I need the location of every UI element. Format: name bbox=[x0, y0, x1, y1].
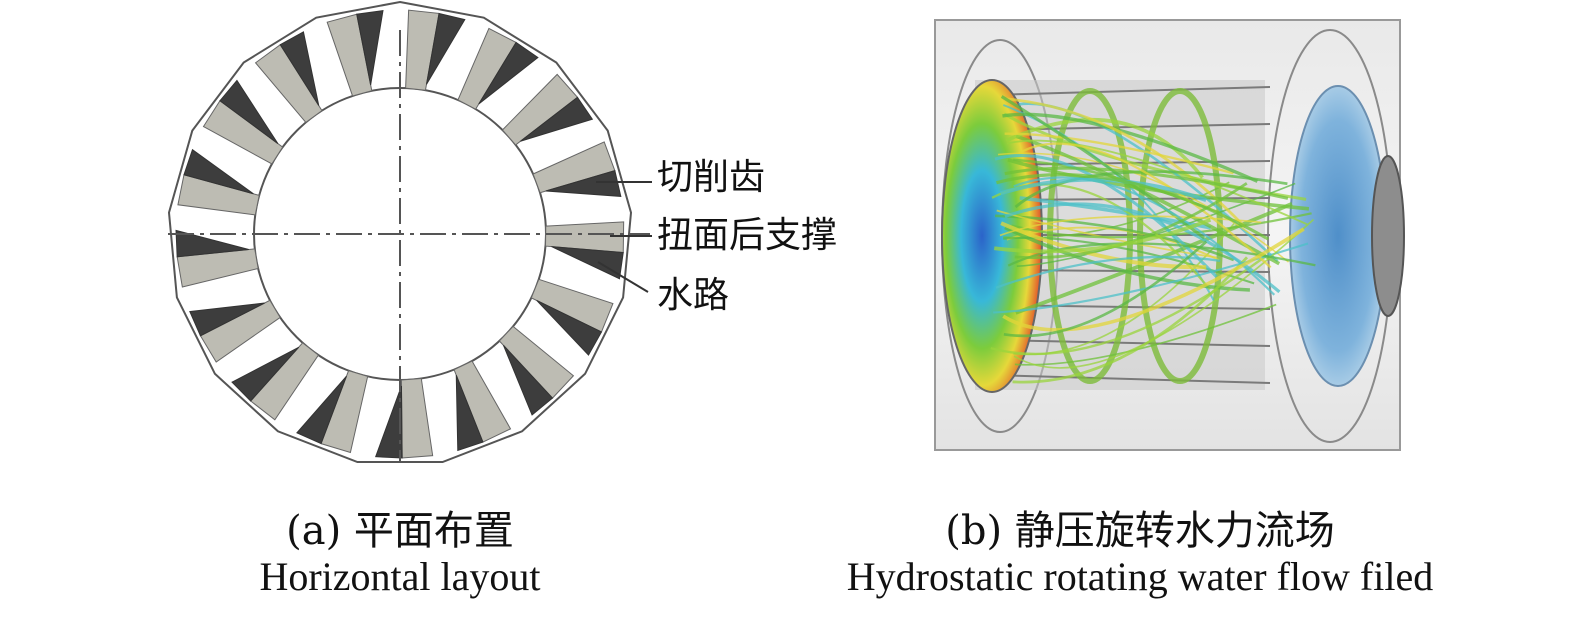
streamline bbox=[1004, 132, 1234, 175]
streamline bbox=[1013, 218, 1315, 369]
torsion-support-wedge bbox=[455, 375, 484, 452]
torsion-support-wedge bbox=[183, 148, 254, 195]
torsion-support-wedge bbox=[536, 299, 603, 356]
streamline bbox=[1002, 112, 1259, 183]
streamline bbox=[1000, 221, 1207, 270]
streamline bbox=[1003, 240, 1208, 338]
torsion-support-wedge bbox=[296, 375, 347, 445]
cutting-tooth bbox=[400, 377, 434, 459]
panel-a-layout-diagram bbox=[167, 0, 652, 463]
torsion-support-wedge bbox=[279, 31, 320, 106]
flow-streamlines bbox=[990, 95, 1316, 384]
streamline bbox=[1011, 212, 1312, 239]
label-cutting-teeth: 切削齿 bbox=[657, 157, 766, 198]
torsion-support-wedge bbox=[175, 229, 249, 258]
streamline bbox=[994, 218, 1212, 254]
streamline bbox=[1006, 226, 1220, 261]
caption-a-zh: (a) 平面布置 bbox=[286, 508, 514, 554]
torsion-support-wedge bbox=[189, 302, 265, 337]
streamline bbox=[997, 152, 1289, 263]
torsion-support-wedge bbox=[356, 10, 384, 85]
panel-b-flow-field-render bbox=[934, 19, 1405, 451]
streamline bbox=[1005, 117, 1204, 179]
leader-water-channel bbox=[597, 261, 649, 293]
caption-b: (b) 静压旋转水力流场 Hydrostatic rotating water … bbox=[760, 508, 1520, 600]
caption-b-zh: (b) 静压旋转水力流场 bbox=[945, 508, 1335, 554]
torsion-support-wedge bbox=[545, 170, 622, 197]
streamline bbox=[1012, 256, 1249, 384]
streamline bbox=[1014, 170, 1288, 209]
caption-a: (a) 平面布置 Horizontal layout bbox=[200, 508, 600, 600]
bit-ring bbox=[167, 0, 633, 463]
streamline bbox=[1013, 176, 1276, 296]
streamline bbox=[990, 254, 1268, 355]
drum-bar bbox=[989, 86, 1271, 96]
streamline bbox=[995, 255, 1221, 289]
streamline bbox=[1002, 227, 1305, 332]
drum-bar bbox=[989, 339, 1271, 347]
caption-b-en: Hydrostatic rotating water flow filed bbox=[846, 554, 1434, 599]
streamline bbox=[1006, 139, 1308, 226]
label-torsion-support: 扭面后支撑 bbox=[657, 215, 838, 256]
torsion-support-wedge bbox=[551, 246, 624, 280]
torsion-support-wedge bbox=[503, 345, 554, 416]
torsion-support-wedge bbox=[231, 346, 300, 402]
torsion-support-wedge bbox=[426, 12, 466, 85]
streamline bbox=[999, 215, 1262, 237]
label-water-channel: 水路 bbox=[657, 275, 730, 316]
torsion-support-wedge bbox=[478, 41, 539, 105]
streamline bbox=[996, 173, 1270, 241]
torsion-support-wedge bbox=[374, 385, 403, 459]
torsion-support-wedge bbox=[520, 96, 594, 142]
streamline bbox=[1018, 142, 1272, 269]
streamline bbox=[995, 214, 1235, 262]
caption-a-en: Horizontal layout bbox=[259, 554, 541, 599]
torsion-support-wedge bbox=[219, 79, 279, 144]
drum-bar bbox=[989, 374, 1271, 384]
rear-cap bbox=[1371, 155, 1405, 317]
streamline bbox=[999, 177, 1207, 202]
